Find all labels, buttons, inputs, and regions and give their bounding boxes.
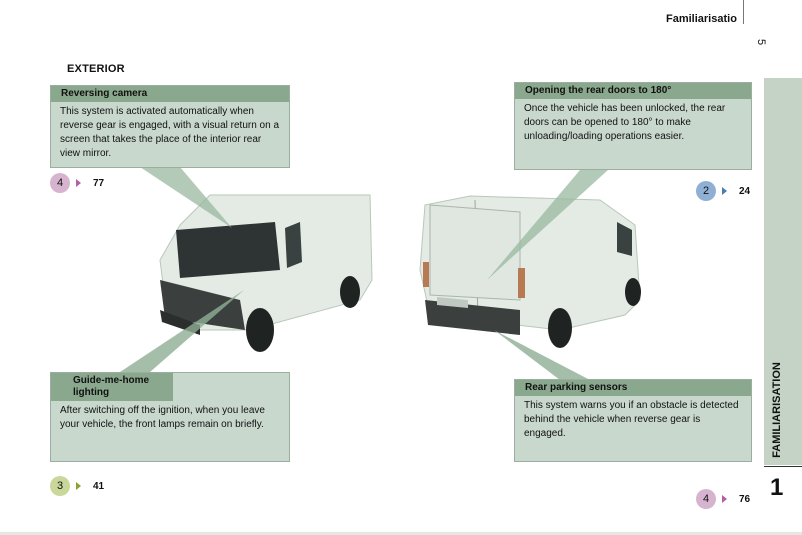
callout-title: Guide-me-home lighting xyxy=(51,373,173,401)
callout-guide-me-home: Guide-me-home lighting After switching o… xyxy=(50,372,290,462)
ref-page-number: 41 xyxy=(93,480,105,492)
ref-page-number: 76 xyxy=(739,493,751,505)
page-ref-rear-doors[interactable]: 2 24 xyxy=(696,181,750,201)
callout-title: Rear parking sensors xyxy=(515,380,751,396)
section-title: EXTERIOR xyxy=(67,63,125,75)
play-arrow-icon xyxy=(722,187,727,195)
page-ref-reversing-camera[interactable]: 4 77 xyxy=(50,173,104,193)
callout-text: Once the vehicle has been unlocked, the … xyxy=(524,103,726,142)
header-divider xyxy=(743,0,744,24)
callout-text: This system is activated automatically w… xyxy=(60,106,280,159)
callout-title: Reversing camera xyxy=(51,86,289,102)
ref-page-number: 24 xyxy=(739,185,751,197)
pointer-reversing-camera xyxy=(140,167,232,228)
callout-rear-doors: Opening the rear doors to 180° Once the … xyxy=(514,82,752,170)
play-arrow-icon xyxy=(76,482,81,490)
pointer-guide-me-home xyxy=(120,290,244,372)
chapter-badge: 4 xyxy=(696,489,716,509)
front-bumper xyxy=(160,280,245,330)
pointer-parking-sensors xyxy=(494,330,590,380)
callout-text: This system warns you if an obstacle is … xyxy=(524,400,739,439)
callout-text: After switching off the ignition, when y… xyxy=(60,405,265,430)
chapter-number: 1 xyxy=(770,474,784,501)
windscreen xyxy=(176,222,280,278)
chapter-tab-divider xyxy=(764,466,802,467)
front-van-image xyxy=(159,194,373,352)
page-bottom-border xyxy=(0,532,802,535)
ref-page-number: 77 xyxy=(93,177,105,189)
callout-reversing-camera: Reversing camera This system is activate… xyxy=(50,85,290,168)
play-arrow-icon xyxy=(722,495,727,503)
rear-bumper xyxy=(425,300,520,335)
callout-title: Opening the rear doors to 180° xyxy=(515,83,751,99)
chapter-tab xyxy=(764,78,802,465)
page-ref-parking-sensors[interactable]: 4 76 xyxy=(696,489,750,509)
chapter-badge: 2 xyxy=(696,181,716,201)
running-header: Familiarisatio xyxy=(666,13,737,25)
chapter-badge: 3 xyxy=(50,476,70,496)
chapter-badge: 4 xyxy=(50,173,70,193)
play-arrow-icon xyxy=(76,179,81,187)
rear-van-image xyxy=(419,195,641,348)
callout-parking-sensors: Rear parking sensors This system warns y… xyxy=(514,379,752,462)
pointer-rear-doors xyxy=(487,170,608,280)
page-ref-guide-me-home[interactable]: 3 41 xyxy=(50,476,104,496)
